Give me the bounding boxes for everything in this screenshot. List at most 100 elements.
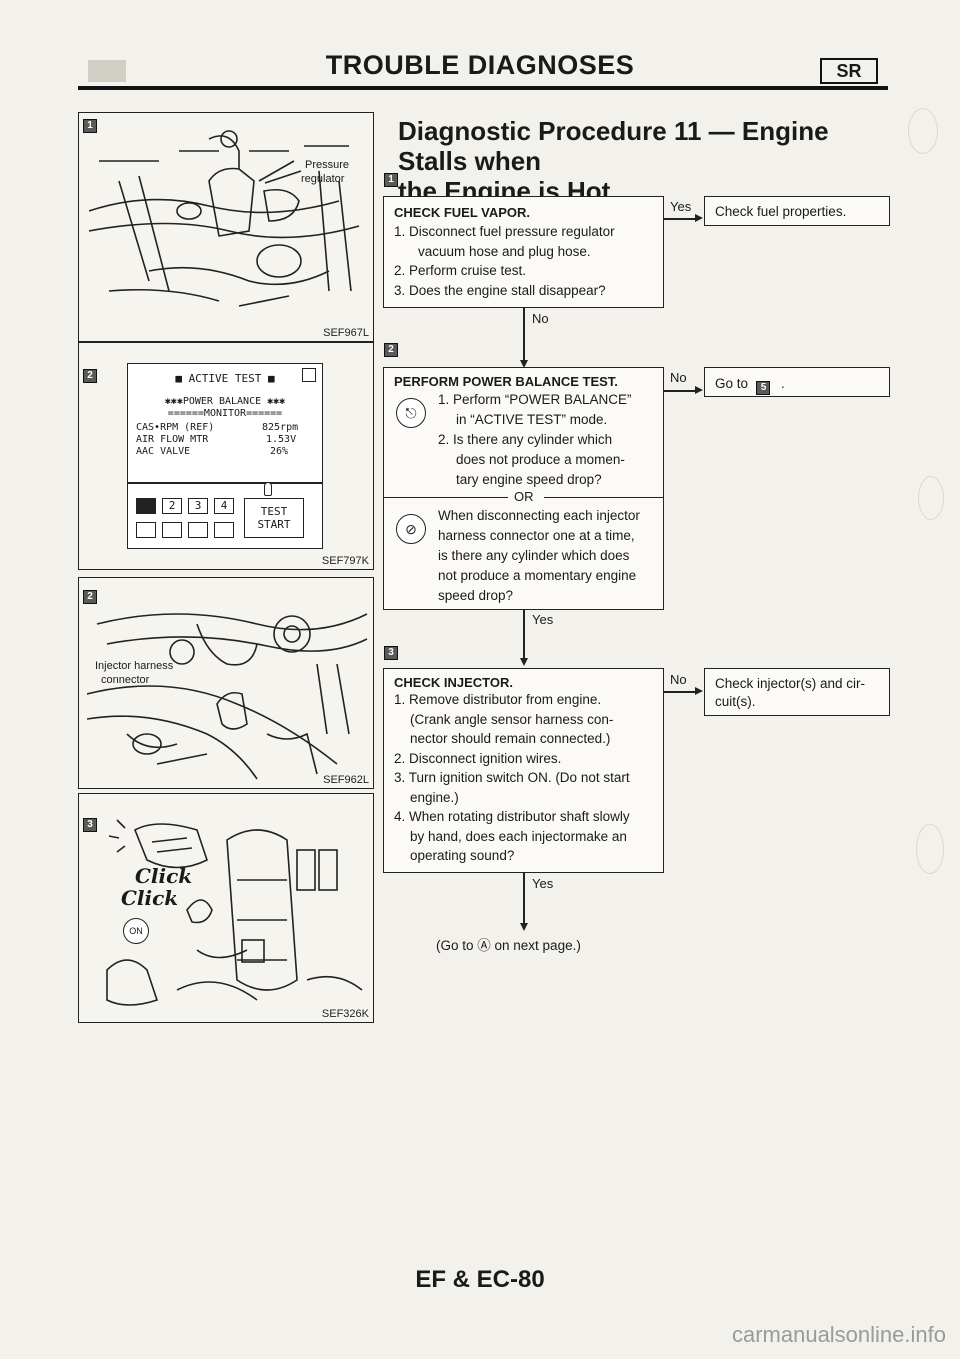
page-number: EF & EC-80 <box>415 1266 545 1293</box>
step3-no-result-line1: Check injector(s) and cir- <box>715 676 866 691</box>
step3-no-result: Check injector(s) and cir- cuit(s). <box>704 668 890 716</box>
step2-line-b: speed drop? <box>438 588 514 603</box>
step1-yes-line <box>664 218 696 220</box>
square-bullet-icon: ■ <box>261 372 275 385</box>
step3-line: operating sound? <box>410 848 515 863</box>
step2-no-line <box>664 390 696 392</box>
next-page-reference: (Go to Ⓐ on next page.) <box>436 938 581 953</box>
screen-row-label: AIR FLOW MTR <box>136 434 209 445</box>
figure-step-marker: 1 <box>83 119 97 133</box>
screen-subtitle: ✱✱✱POWER BALANCE ✱✱✱ <box>164 396 286 407</box>
step1-yes-label: Yes <box>670 199 692 214</box>
figure-step-marker: 2 <box>83 369 97 383</box>
procedure-title: Diagnostic Procedure 11 — Engine Stalls … <box>398 116 898 206</box>
figure-code: SEF797K <box>321 555 369 567</box>
pointing-hand-icon <box>264 482 272 496</box>
section-badge: SR <box>820 58 878 84</box>
on-badge-text: ON <box>129 926 143 936</box>
start-label: START <box>257 518 291 531</box>
step3-line: 3. Turn ignition switch ON. (Do not star… <box>394 770 630 785</box>
or-label: OR <box>514 489 534 504</box>
step1-no-line <box>523 308 525 366</box>
screen-title-row: ■ ACTIVE TEST ■ <box>128 372 322 385</box>
test-label: TEST <box>260 505 288 518</box>
step2-box: PERFORM POWER BALANCE TEST. ⎋ 1. Perform… <box>383 367 664 610</box>
step1-line: vacuum hose and plug hose. <box>418 243 591 259</box>
ignition-on-icon: ON <box>123 918 149 944</box>
key-8 <box>214 522 234 538</box>
figure-step-marker: 2 <box>83 590 97 604</box>
click-text-1: Click <box>135 864 193 888</box>
step1-box: CHECK FUEL VAPOR. 1. Disconnect fuel pre… <box>383 196 664 308</box>
key-2: 2 <box>162 498 182 514</box>
screen-title: ACTIVE TEST <box>188 372 262 385</box>
injector-harness-illustration <box>87 613 368 780</box>
step2-yes-label: Yes <box>532 612 554 627</box>
screen-row-value: 1.53V <box>266 434 297 445</box>
distributor-illustration <box>106 819 363 1006</box>
step2-line: in “ACTIVE TEST” mode. <box>456 412 608 427</box>
step3-yes-line <box>523 873 525 929</box>
consult-tester-icon: ⎋ <box>396 398 426 428</box>
arrow-down-icon <box>520 658 528 666</box>
figure-panel-consult-screen: 2 ■ ACTIVE TEST ■ ✱✱✱POWER BALANCE ✱✱✱ =… <box>78 342 374 570</box>
step3-line: 4. When rotating distributor shaft slowl… <box>394 809 630 824</box>
injector-harness-label: Injector harness <box>95 660 174 672</box>
step2-yes-line <box>523 610 525 664</box>
step3-line: 2. Disconnect ignition wires. <box>394 750 562 766</box>
key-6 <box>162 522 182 538</box>
step2-line-b: is there any cylinder which does <box>438 548 630 563</box>
regulator-label: regulator <box>301 173 345 185</box>
arrow-right-icon <box>695 687 703 695</box>
pressure-label: Pressure <box>305 159 350 171</box>
figure-step-marker: 3 <box>83 818 97 832</box>
screen-row-label: CAS•RPM (REF) <box>136 422 215 433</box>
screen-corner-box <box>302 368 316 382</box>
screen-divider <box>128 482 322 484</box>
step3-line: engine.) <box>410 789 459 805</box>
arrow-down-icon <box>520 360 528 368</box>
connector-label: connector <box>101 674 150 686</box>
key-1-filled <box>136 498 156 514</box>
key-7 <box>188 522 208 538</box>
step2-line-b: harness connector one at a time, <box>438 528 635 543</box>
bleed-through-arc <box>918 476 944 520</box>
watermark: carmanualsonline.info <box>731 1322 946 1347</box>
consult-screen: ■ ACTIVE TEST ■ ✱✱✱POWER BALANCE ✱✱✱ ===… <box>127 363 323 549</box>
step3-line: (Crank angle sensor harness con- <box>410 711 614 727</box>
figure-code: SEF967L <box>323 327 369 339</box>
screen-row-value: 26% <box>270 446 289 457</box>
step3-no-result-line2: cuit(s). <box>715 694 756 709</box>
step3-line: nector should remain connected.) <box>410 731 611 746</box>
arrow-right-icon <box>695 386 703 394</box>
step2-title: PERFORM POWER BALANCE TEST. <box>394 374 618 389</box>
step3-box: CHECK INJECTOR. 1. Remove distributor fr… <box>383 668 664 873</box>
step-marker-2: 2 <box>384 343 398 357</box>
test-start-key: TEST START <box>244 498 304 538</box>
figure-panel-injector-harness: 2 Injector harness connector SEF962L <box>78 577 374 789</box>
step3-line: by hand, does each injectormake an <box>410 828 627 844</box>
step-marker-1: 1 <box>384 173 398 187</box>
pressure-regulator-illustration <box>89 130 360 307</box>
key-5 <box>136 522 156 538</box>
bleed-through-arc <box>916 824 944 874</box>
figure-panel-pressure-regulator: 1 Pressure regulator SEF967L <box>78 112 374 342</box>
header-rule <box>78 86 888 90</box>
step2-no-label: No <box>670 370 687 385</box>
step1-line: 3. Does the engine stall disappear? <box>394 282 606 298</box>
screen-row-label: AAC VALVE <box>136 446 191 457</box>
key-3: 3 <box>188 498 208 514</box>
step2-line-b: When disconnecting each injector <box>438 508 640 523</box>
arrow-down-icon <box>520 923 528 931</box>
or-divider-right <box>544 497 664 498</box>
step2-line: does not produce a momen- <box>456 452 625 467</box>
key-4: 4 <box>214 498 234 514</box>
figure-code: SEF326K <box>321 1008 369 1020</box>
step2-line: tary engine speed drop? <box>456 472 602 487</box>
no-tools-icon: ⊘ <box>396 514 426 544</box>
page-header-title: TROUBLE DIAGNOSES <box>325 50 635 80</box>
step2-no-result-text: Go to <box>715 376 749 391</box>
procedure-title-line1: Diagnostic Procedure 11 — Engine Stalls … <box>398 116 829 176</box>
step1-no-label: No <box>532 311 549 326</box>
step3-no-label: No <box>670 672 687 687</box>
